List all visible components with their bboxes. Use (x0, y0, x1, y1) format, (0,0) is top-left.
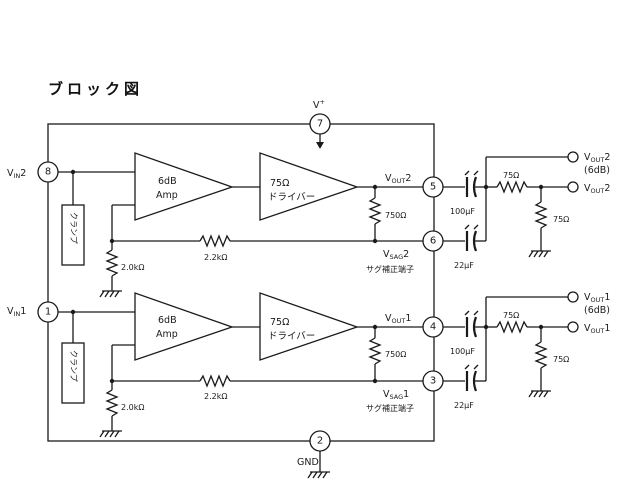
resistor-2k2-2 (199, 234, 231, 248)
terminal-vout2-6db (567, 151, 579, 163)
r75-load-label-1: 75Ω (553, 355, 569, 364)
channel-1: VIN1 1 クランプ 6dB Amp 75Ω ドライバー VOUT1 4 75… (7, 291, 610, 438)
channel-2: VIN2 8 クランプ 6dB Amp 75Ω ドライバー VOUT2 5 75… (7, 151, 610, 298)
r75-load-label-2: 75Ω (553, 215, 569, 224)
svg-text:6: 6 (430, 236, 436, 247)
r75-series-label-1: 75Ω (503, 311, 519, 320)
clamp-label-1: クランプ (69, 350, 78, 382)
svg-text:8: 8 (45, 167, 51, 178)
amp-label-1-line1: 6dB (158, 315, 177, 326)
terminal-vout1-6db (567, 291, 579, 303)
resistor-series-75-1 (496, 320, 528, 334)
svg-text:4: 4 (430, 322, 436, 333)
resistor-750-2 (368, 197, 382, 225)
supply-label: V+ (313, 98, 325, 111)
vout2-6db-label: VOUT2 (584, 152, 610, 164)
vout2-6db-note: (6dB) (584, 165, 610, 176)
clamp-box-2 (61, 204, 85, 266)
resistor-2k2-1 (199, 374, 231, 388)
c100-label-1: 100μF (450, 347, 475, 356)
driver-label-2-line1: 75Ω (270, 178, 289, 189)
vout2-inner-label: VOUT2 (385, 173, 411, 185)
vout2-label: VOUT2 (584, 183, 610, 195)
resistor-2k0-1 (105, 389, 119, 417)
amp-label-2-line2: Amp (156, 190, 178, 201)
r2k0-label-1: 2.0kΩ (121, 403, 144, 412)
sag-note-1: サグ補正端子 (366, 403, 414, 413)
amp-triangle-2 (134, 152, 234, 221)
c22-label-2: 22μF (454, 261, 474, 270)
terminal-vout2 (567, 181, 579, 193)
r2k2-label-1: 2.2kΩ (204, 392, 227, 401)
ground-pin-2: 2 GND (297, 430, 331, 479)
vout1-label: VOUT1 (584, 323, 610, 335)
c100-label-2: 100μF (450, 207, 475, 216)
r750-label-1: 750Ω (385, 350, 406, 359)
ground-label: GND (297, 457, 319, 468)
vout1-6db-note: (6dB) (584, 305, 610, 316)
terminal-vout1 (567, 321, 579, 333)
svg-text:7: 7 (317, 119, 323, 130)
vsag1-label: VSAG1 (383, 389, 409, 401)
driver-label-1-line1: 75Ω (270, 317, 289, 328)
sag-note-2: サグ補正端子 (366, 264, 414, 274)
diagram-heading: ブロック図 (48, 80, 144, 98)
svg-text:5: 5 (430, 182, 436, 193)
supply-pin-7: V+ 7 (309, 98, 331, 149)
vsag2-label: VSAG2 (383, 249, 409, 261)
r2k0-label-2: 2.0kΩ (121, 263, 144, 272)
clamp-box-1 (61, 342, 85, 404)
svg-text:1: 1 (45, 307, 51, 318)
amp-label-1-line2: Amp (156, 329, 178, 340)
resistor-load-75-1 (534, 341, 548, 369)
r750-label-2: 750Ω (385, 211, 406, 220)
amp-label-2-line1: 6dB (158, 176, 177, 187)
amp-triangle-1 (134, 292, 234, 361)
clamp-label-2: クランプ (69, 212, 78, 244)
svg-text:3: 3 (430, 376, 436, 387)
r75-series-label-2: 75Ω (503, 171, 519, 180)
resistor-series-75-2 (496, 180, 528, 194)
c22-label-1: 22μF (454, 401, 474, 410)
ic-outline (47, 123, 435, 442)
resistor-load-75-2 (534, 201, 548, 229)
r2k2-label-2: 2.2kΩ (204, 253, 227, 262)
vin2-label: VIN2 (7, 168, 26, 180)
vout1-6db-label: VOUT1 (584, 292, 610, 304)
driver-triangle-1 (259, 292, 359, 361)
driver-triangle-2 (259, 152, 359, 221)
vin1-label: VIN1 (7, 306, 26, 318)
resistor-2k0-2 (105, 249, 119, 277)
resistor-750-1 (368, 337, 382, 365)
driver-label-1-line2: ドライバー (268, 331, 315, 342)
vout1-inner-label: VOUT1 (385, 313, 411, 325)
svg-text:2: 2 (317, 436, 323, 447)
driver-label-2-line2: ドライバー (268, 192, 315, 203)
